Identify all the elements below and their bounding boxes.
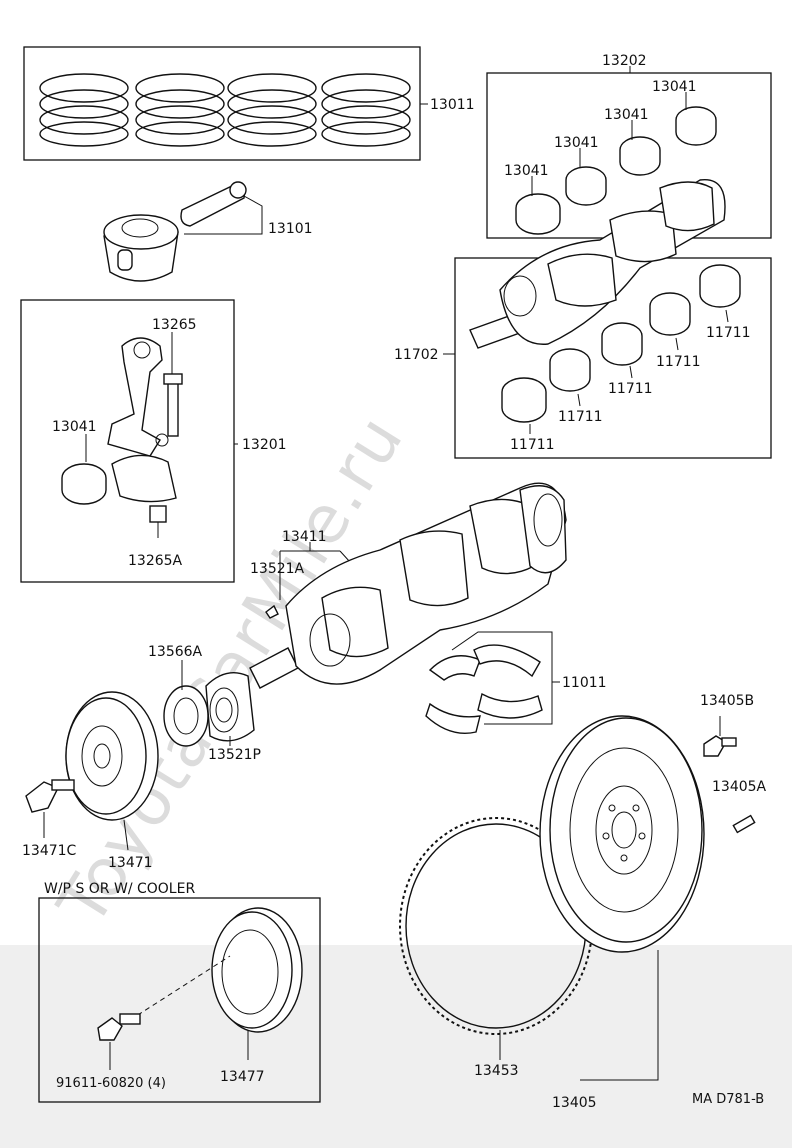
label-11711-e: 11711 bbox=[510, 437, 555, 453]
label-11711-c: 11711 bbox=[656, 354, 701, 370]
label-13265: 13265 bbox=[152, 317, 197, 333]
label-13521P: 13521P bbox=[208, 747, 261, 763]
label-11711-b: 11711 bbox=[608, 381, 653, 397]
piston-and-pin bbox=[103, 181, 263, 282]
crank-pulley bbox=[25, 691, 159, 851]
note-caption: W/P S OR W/ COOLER bbox=[44, 881, 195, 897]
label-13101: 13101 bbox=[268, 221, 313, 237]
thrust-washer-set bbox=[425, 631, 560, 734]
label-13265A: 13265A bbox=[128, 553, 183, 569]
crankshaft bbox=[249, 482, 567, 689]
crankshaft-upper bbox=[469, 179, 726, 349]
wps-cooler-pulley-set bbox=[38, 897, 321, 1103]
label-13405B: 13405B bbox=[700, 693, 754, 709]
label-13471C: 13471C bbox=[22, 843, 77, 859]
label-11702: 11702 bbox=[394, 347, 439, 363]
wps-cooler-box bbox=[38, 897, 321, 1103]
label-13041-b: 13041 bbox=[554, 135, 599, 151]
background-band bbox=[0, 945, 792, 1148]
part-labels: 13011 13101 13202 13041 13041 13041 1304… bbox=[22, 53, 767, 1111]
label-13453: 13453 bbox=[474, 1063, 519, 1079]
label-13041-rod: 13041 bbox=[52, 419, 97, 435]
connecting-rod-set bbox=[20, 299, 238, 583]
label-13041-d: 13041 bbox=[652, 79, 697, 95]
label-11711-d: 11711 bbox=[706, 325, 751, 341]
label-11011: 11011 bbox=[562, 675, 607, 691]
flywheel bbox=[539, 715, 756, 1081]
label-13566A: 13566A bbox=[148, 644, 203, 660]
label-13405A: 13405A bbox=[712, 779, 767, 795]
piston-ring-box bbox=[23, 46, 421, 161]
label-91611-60820: 91611-60820 (4) bbox=[56, 1076, 166, 1091]
connecting-rod-box bbox=[20, 299, 235, 583]
label-13011: 13011 bbox=[430, 97, 475, 113]
label-13405: 13405 bbox=[552, 1095, 597, 1111]
drawing-code: MA D781-B bbox=[692, 1092, 764, 1107]
main-bearing-upper-set bbox=[486, 66, 772, 239]
label-13201: 13201 bbox=[242, 437, 287, 453]
main-bearing-lower-set bbox=[443, 257, 772, 459]
label-11711-a: 11711 bbox=[558, 409, 603, 425]
piston-ring-set bbox=[23, 46, 428, 161]
label-13521A: 13521A bbox=[250, 561, 305, 577]
label-13471: 13471 bbox=[108, 855, 153, 871]
label-13477: 13477 bbox=[220, 1069, 265, 1085]
label-13041-a: 13041 bbox=[504, 163, 549, 179]
label-13041-c: 13041 bbox=[604, 107, 649, 123]
label-13411: 13411 bbox=[282, 529, 327, 545]
timing-gear-and-washer bbox=[163, 660, 255, 747]
label-13202: 13202 bbox=[602, 53, 647, 69]
